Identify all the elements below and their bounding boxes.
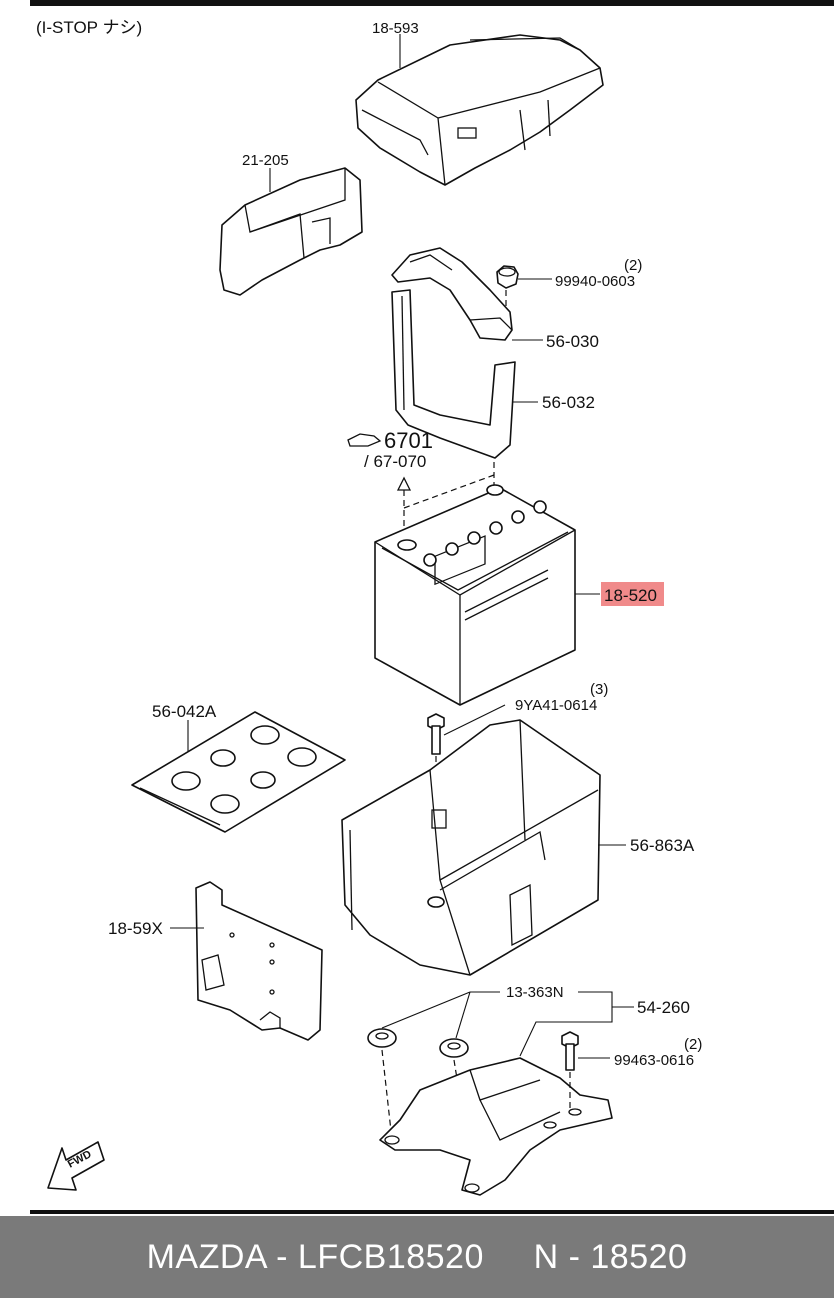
battery-18-520[interactable]	[374, 484, 576, 706]
highlight-18-520	[601, 582, 664, 606]
grommet-axis-left	[381, 1049, 393, 1141]
leader-54-260-bracket	[519, 991, 613, 1057]
label-54-260[interactable]: 54-260	[637, 998, 690, 1017]
cover-21-205[interactable]	[219, 167, 363, 296]
battery-cover-18-593[interactable]	[355, 34, 604, 186]
rod-56-032[interactable]	[391, 289, 516, 459]
ref-67-070[interactable]: / 67-070	[364, 452, 426, 471]
leader-13-363n-b	[455, 991, 471, 1039]
ref-6701[interactable]: 6701	[384, 428, 433, 453]
qty-99463: (2)	[684, 1036, 702, 1053]
tray-56-863a[interactable]	[341, 719, 601, 976]
top-border	[30, 0, 834, 6]
terminal-link	[403, 474, 495, 509]
leader-13-363n-a	[381, 991, 471, 1029]
bolt-99463-0616[interactable]	[561, 1031, 579, 1071]
label-56-042a[interactable]: 56-042A	[152, 702, 217, 721]
plate-18-59x[interactable]	[195, 881, 323, 1041]
fwd-arrow-icon: FWD	[47, 1141, 105, 1191]
label-18-593[interactable]: 18-593	[372, 20, 419, 37]
bracket-54-260[interactable]	[379, 1057, 613, 1196]
label-18-59x[interactable]: 18-59X	[108, 919, 163, 938]
label-56-032[interactable]: 56-032	[542, 393, 595, 412]
label-56-030[interactable]: 56-030	[546, 332, 599, 351]
bolt-9ya41-0614[interactable]	[427, 713, 445, 755]
pointing-hand-icon	[347, 433, 382, 447]
qty-99940: (2)	[624, 257, 642, 274]
label-56-863a[interactable]: 56-863A	[630, 836, 695, 855]
label-21-205[interactable]: 21-205	[242, 152, 289, 169]
bottom-border	[30, 1210, 834, 1214]
leader-9ya41	[443, 704, 506, 736]
nut-99940-0603[interactable]	[496, 265, 519, 289]
label-13-363n[interactable]: 13-363N	[506, 984, 564, 1001]
qty-9ya41: (3)	[590, 681, 608, 698]
arrow-up-icon	[396, 476, 412, 491]
pad-56-042a[interactable]	[131, 711, 346, 833]
footer-bar	[0, 1216, 834, 1298]
bracket-56-030[interactable]	[391, 247, 513, 341]
label-9ya41-0614[interactable]: 9YA41-0614	[515, 697, 597, 714]
label-99463-0616[interactable]: 99463-0616	[614, 1052, 694, 1069]
header-note: (I-STOP ナシ)	[36, 18, 142, 37]
label-18-520[interactable]: 18-520	[604, 586, 657, 605]
label-99940-0603[interactable]: 99940-0603	[555, 273, 635, 290]
reference-6701[interactable]: 6701 / 67-070	[347, 428, 433, 471]
footer-part-number: MAZDA - LFCB18520 N - 18520	[146, 1238, 688, 1276]
grommets-13-363n[interactable]	[367, 1028, 469, 1058]
